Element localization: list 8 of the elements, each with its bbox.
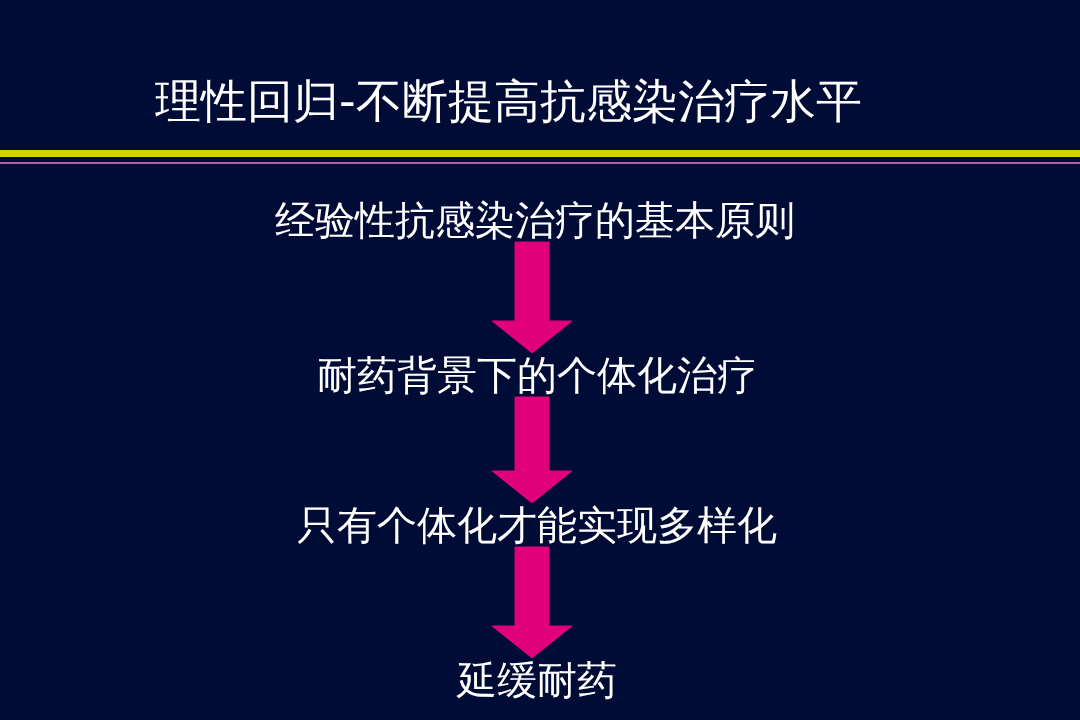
step-text: 耐药背景下的个体化治疗 bbox=[317, 353, 757, 397]
step-text: 经验性抗感染治疗的基本原则 bbox=[275, 198, 795, 242]
step-text: 延缓耐药 bbox=[457, 658, 617, 702]
block-arrow bbox=[491, 241, 573, 354]
step-text: 只有个体化才能实现多样化 bbox=[297, 503, 777, 547]
slide-title: 理性回归-不断提高抗感染治疗水平 bbox=[155, 74, 862, 128]
block-arrow bbox=[491, 396, 573, 504]
block-arrow bbox=[491, 546, 573, 659]
